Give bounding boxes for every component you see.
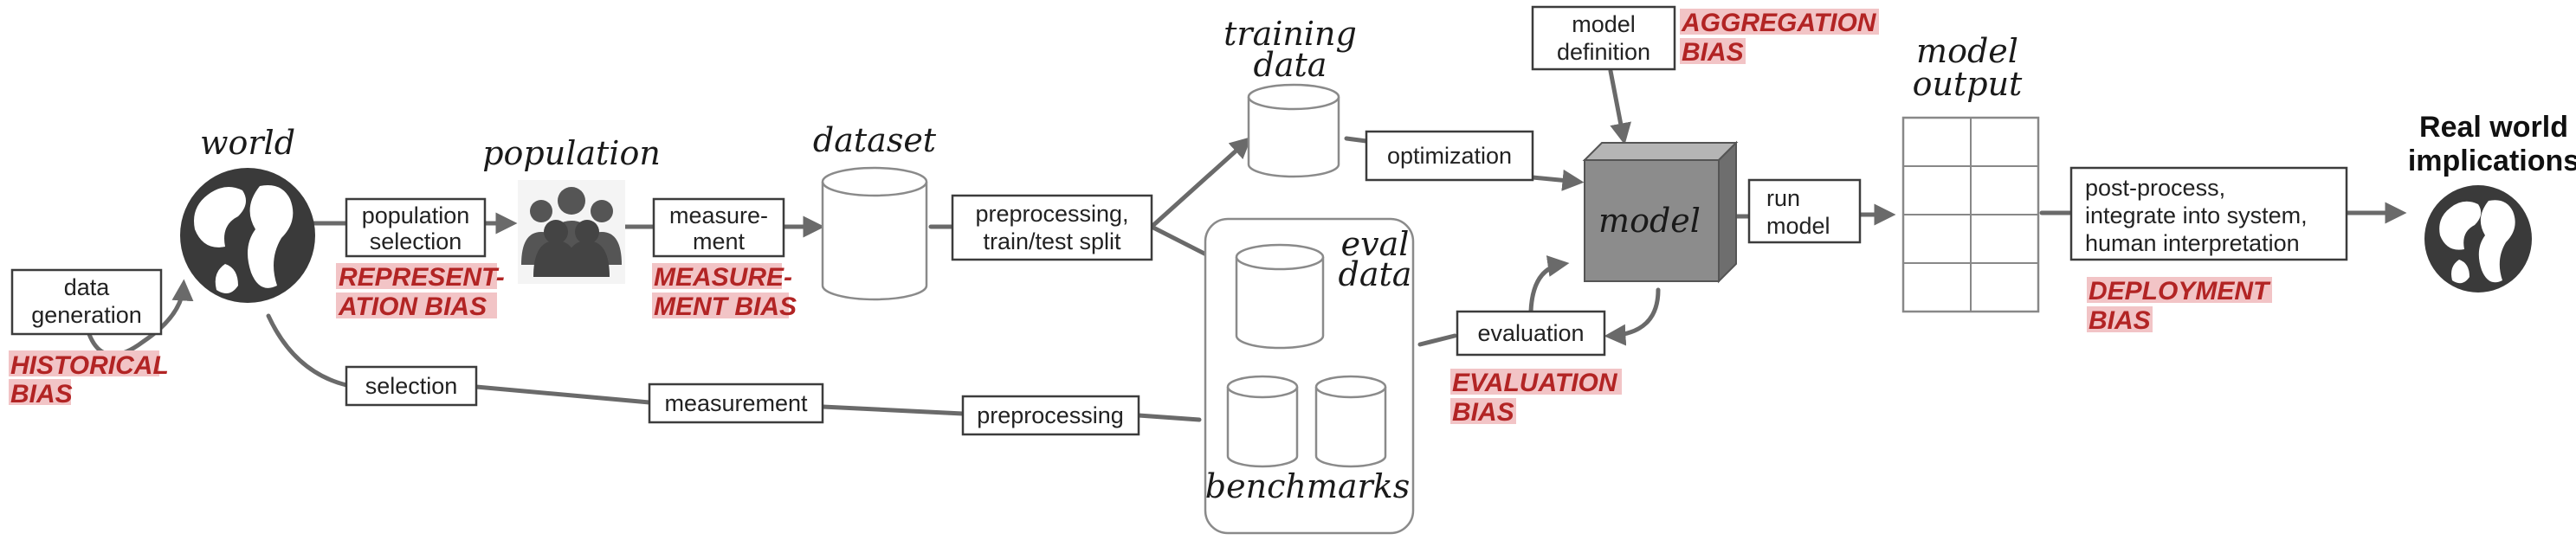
model-cube-icon (1582, 140, 1739, 284)
post-process-line2: integrate into system, (2085, 202, 2308, 228)
evaluation-bias-line2: BIAS (1452, 398, 1514, 427)
model-label: model (1598, 202, 1701, 240)
run-model-line2: model (1766, 213, 1830, 239)
measurement-line2: ment (693, 228, 746, 254)
evaluation-box: evaluation (1456, 310, 1606, 357)
arrow-prep-to-training (1149, 136, 1252, 229)
measurement-bottom-label: measurement (664, 390, 808, 416)
real-world-globe-icon (2424, 185, 2532, 292)
model-definition-line1: model (1572, 11, 1636, 37)
arrow-model-to-evaluation (1604, 287, 1661, 346)
post-process-line1: post-process, (2085, 175, 2225, 201)
data-generation-box: data generation (10, 268, 163, 336)
preprocessing-bottom-label: preprocessing (977, 402, 1124, 428)
line-preprocessing-to-benchmarks (1136, 413, 1202, 422)
arrow-opt-to-model (1530, 169, 1585, 191)
preprocessing-split-box: preprocessing, train/test split (951, 194, 1153, 261)
historical-bias-line2: BIAS (10, 380, 73, 408)
run-model-box: run model (1747, 178, 1862, 244)
selection-label: selection (365, 373, 458, 399)
model-output-grid-icon (1901, 116, 2040, 313)
arrow-training-to-opt (1344, 136, 1369, 144)
aggregation-bias-tag: AGGREGATION BIAS (1680, 9, 1879, 67)
arrow-def-to-model (1608, 68, 1631, 145)
benchmarks-label: benchmarks (1205, 467, 1410, 505)
representation-bias-line2: ATION BIAS (338, 292, 487, 321)
world-label: world (200, 124, 295, 162)
deployment-bias-line2: BIAS (2089, 306, 2151, 335)
population-selection-line2: selection (370, 228, 462, 254)
measurement-box: measure- ment (652, 197, 785, 258)
deployment-bias-line1: DEPLOYMENT (2089, 277, 2271, 305)
training-data-label-line1: training (1223, 15, 1357, 53)
model-definition-line2: definition (1557, 39, 1650, 65)
population-selection-box: population selection (345, 197, 487, 258)
aggregation-bias-line1: AGGREGATION (1681, 9, 1877, 37)
eval-data-label-line1: eval (1341, 225, 1410, 263)
selection-box: selection (345, 365, 478, 407)
measurement-bias-line2: MENT BIAS (654, 292, 797, 321)
model-output-label-line1: model (1916, 32, 2018, 70)
evaluation-bias-tag: EVALUATION BIAS (1450, 369, 1622, 427)
run-model-line1: run (1766, 185, 1800, 211)
world-globe-icon (180, 168, 315, 303)
model-definition-box: model definition (1531, 5, 1676, 71)
training-data-cylinder-icon (1247, 83, 1340, 178)
data-generation-line2: generation (31, 302, 142, 328)
preprocessing-split-line2: train/test split (983, 228, 1121, 254)
real-world-title-line1: Real world (2419, 111, 2568, 144)
representation-bias-tag: REPRESENT- ATION BIAS (336, 263, 505, 321)
data-generation-line1: data (64, 274, 111, 300)
model-output-label-line2: output (1913, 65, 2023, 103)
real-world-title-line2: implications (2408, 145, 2576, 177)
optimization-box: optimization (1365, 130, 1534, 182)
training-data-label-line2: data (1254, 46, 1327, 84)
people-icon (518, 180, 625, 284)
optimization-label: optimization (1387, 143, 1512, 169)
measurement-line1: measure- (669, 202, 768, 228)
representation-bias-line1: REPRESENT- (339, 263, 505, 292)
aggregation-bias-line2: BIAS (1682, 38, 1744, 67)
line-selection-to-measurement (474, 384, 652, 405)
historical-bias-tag: HISTORICAL BIAS (9, 350, 169, 408)
post-process-line3: human interpretation (2085, 230, 2300, 256)
post-process-box: post-process, integrate into system, hum… (2069, 166, 2348, 261)
arrow-eval-to-evaluation (1417, 333, 1457, 347)
benchmarks-container (1204, 217, 1415, 535)
evaluation-label: evaluation (1477, 320, 1584, 346)
measurement-bottom-box: measurement (648, 382, 824, 424)
line-measurement-to-preprocessing (820, 404, 965, 416)
arrow-world-to-selection (266, 313, 349, 388)
arrow-evaluation-to-model (1528, 255, 1570, 314)
measurement-bias-line1: MEASURE- (654, 263, 792, 292)
historical-bias-line1: HISTORICAL (10, 351, 169, 380)
measurement-bias-tag: MEASURE- MENT BIAS (652, 263, 797, 321)
population-label: population (482, 134, 661, 172)
dataset-label: dataset (813, 121, 937, 159)
deployment-bias-tag: DEPLOYMENT BIAS (2087, 277, 2272, 335)
population-selection-line1: population (362, 202, 470, 228)
preprocessing-bottom-box: preprocessing (961, 395, 1140, 436)
preprocessing-split-line1: preprocessing, (975, 201, 1128, 227)
eval-data-label-line2: data (1339, 255, 1412, 293)
dataset-cylinder-icon (821, 166, 928, 301)
evaluation-bias-line1: EVALUATION (1452, 369, 1618, 397)
arrow-generation-to-world (80, 279, 194, 357)
